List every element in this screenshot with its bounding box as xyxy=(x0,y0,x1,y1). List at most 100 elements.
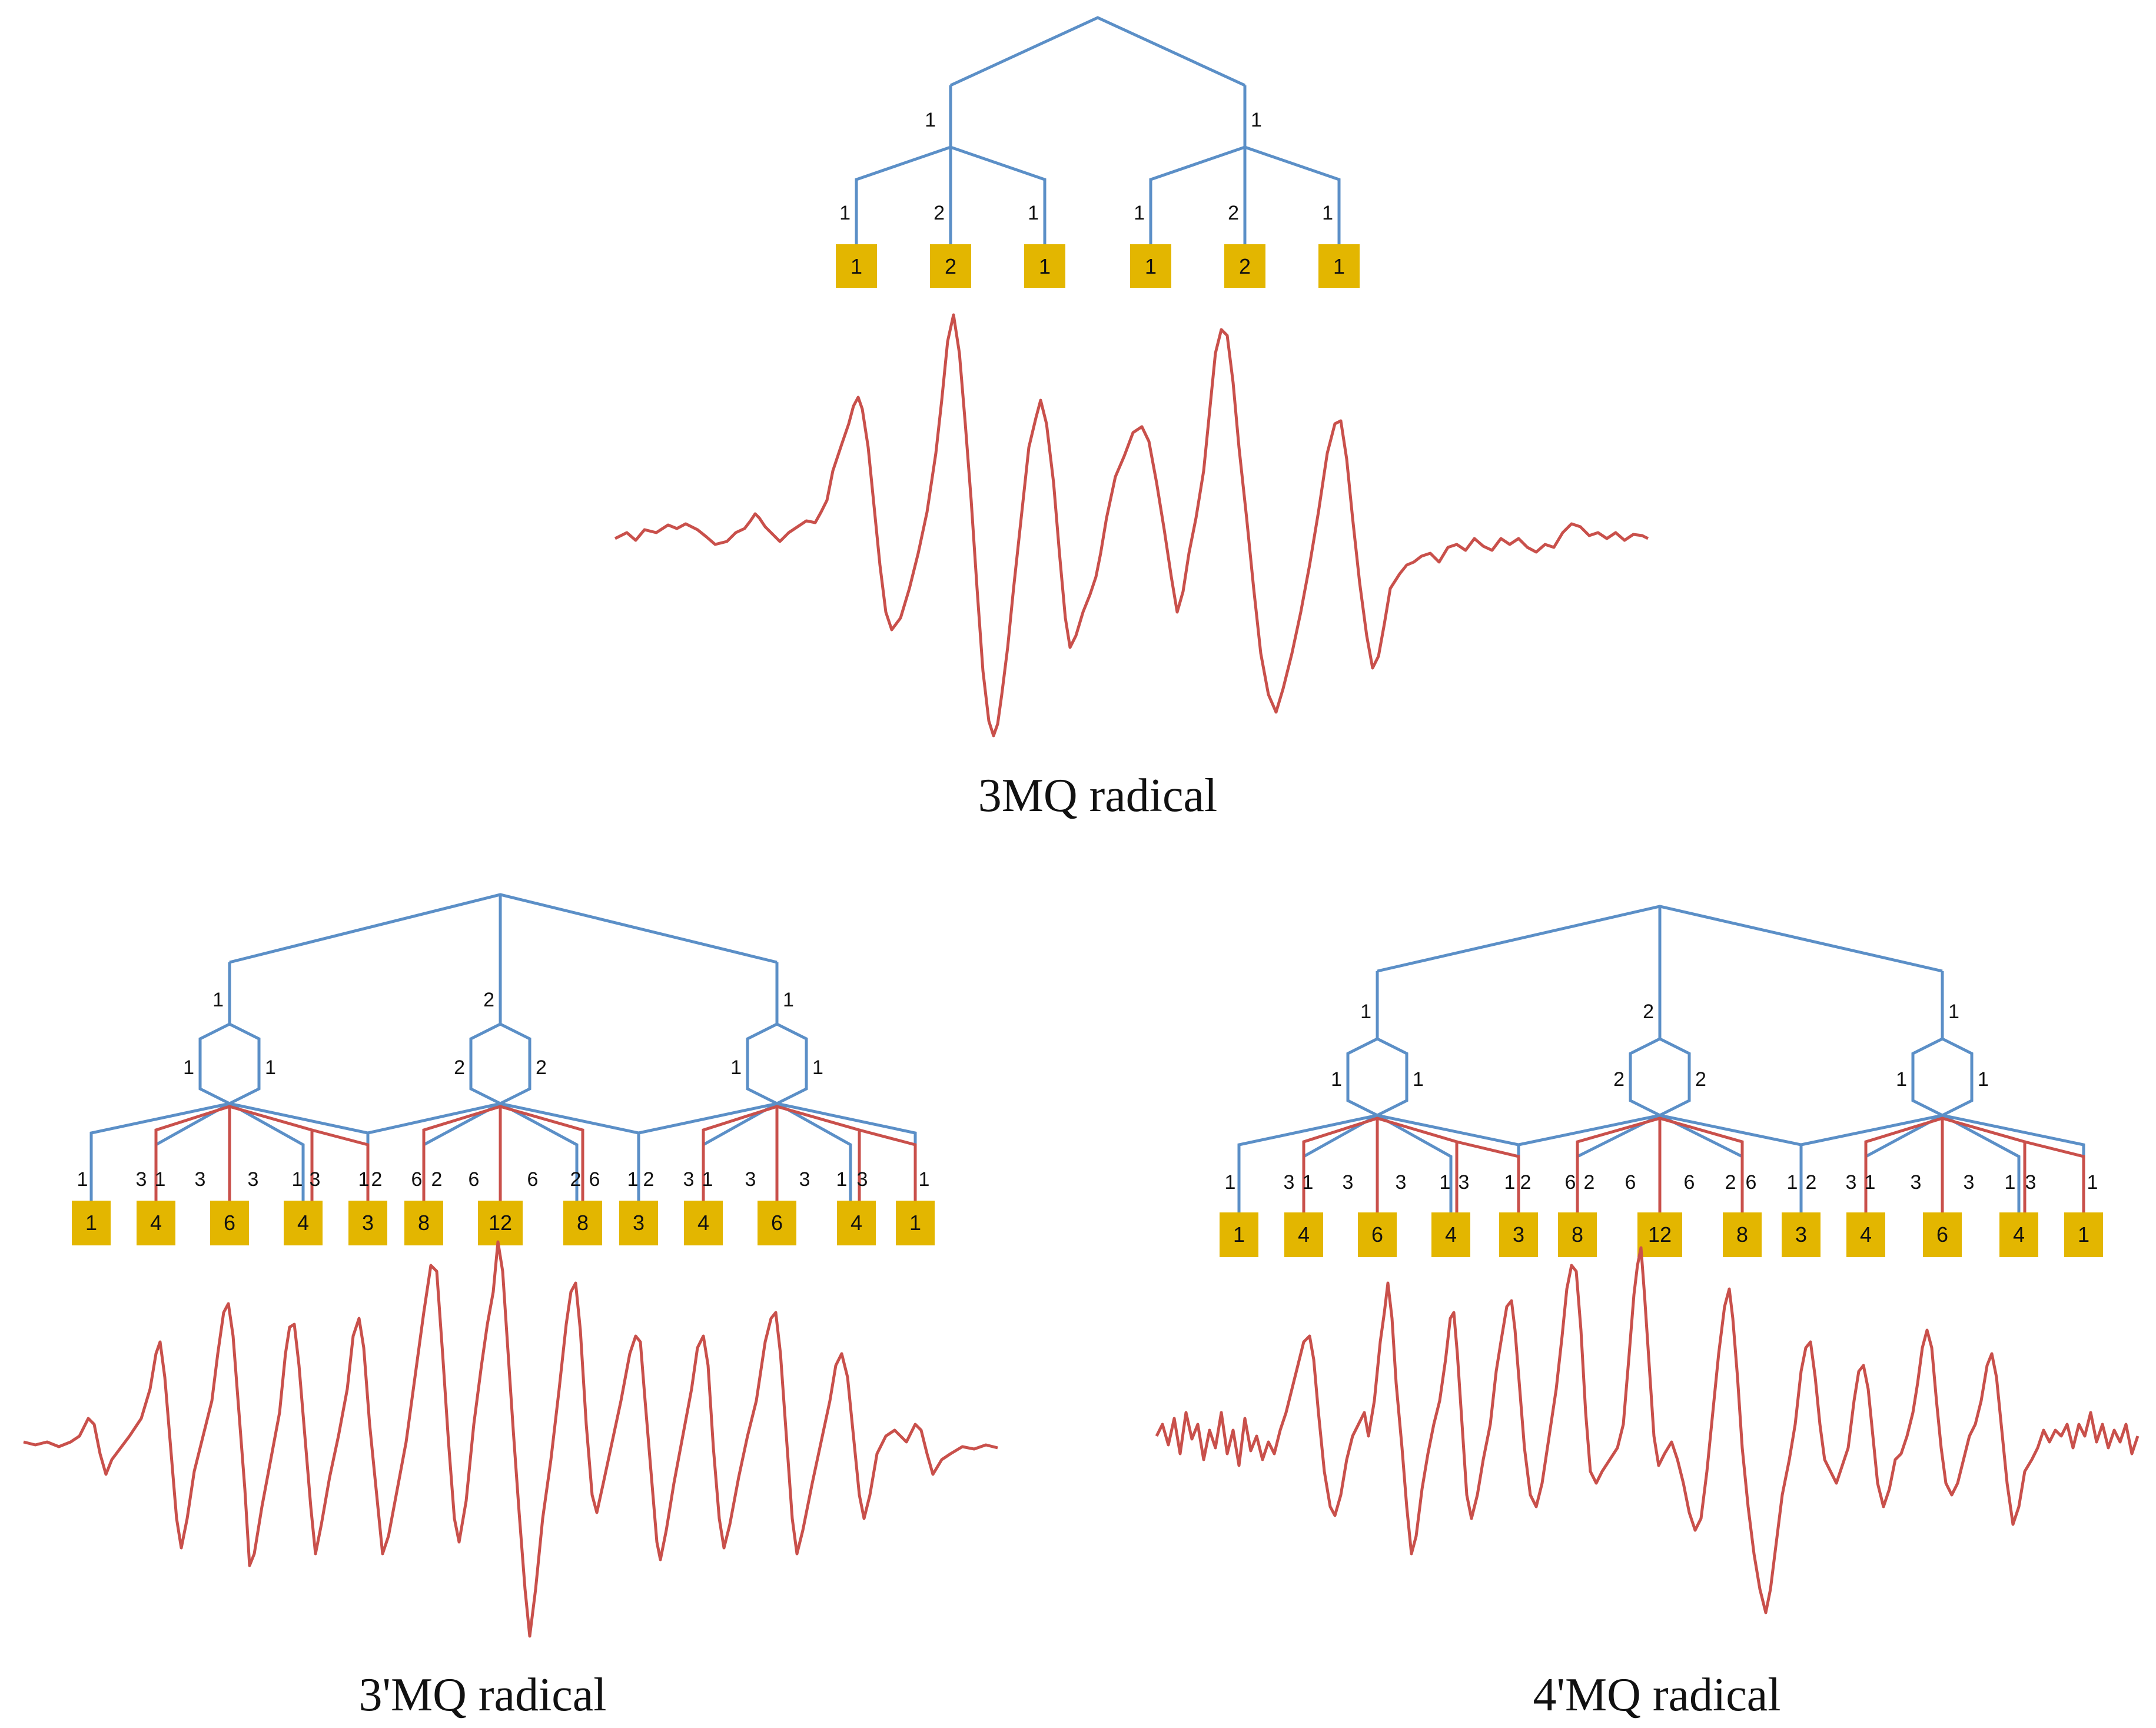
tree-label: 3 xyxy=(1343,1171,1354,1194)
tree-label: 3 xyxy=(857,1168,868,1191)
intensity-box xyxy=(1358,1212,1397,1257)
tree-label: 3 xyxy=(1284,1171,1295,1194)
intensity-box xyxy=(1224,244,1265,288)
caption-3pmq: 3'MQ radical xyxy=(359,1669,607,1721)
tree-hex-center xyxy=(1629,1037,1691,1117)
intensity-box xyxy=(1999,1212,2038,1257)
tree-label: 2 xyxy=(1584,1171,1595,1194)
intensity-box-label: 3 xyxy=(1795,1222,1807,1247)
panel-4pmq: 1 2 1 1 1 2 2 1 1 1 4 6 4 3 8 1 2 8 xyxy=(1155,905,2140,1721)
intensity-boxes-4pmq: 1 4 6 4 3 8 12 8 3 4 6 4 1 xyxy=(1220,1212,2103,1257)
tree-label: 1 xyxy=(1225,1171,1236,1194)
tree-label: 1 xyxy=(1251,109,1262,131)
tree-hex-right xyxy=(1911,1037,1974,1117)
tree-root-branch xyxy=(229,893,778,964)
tree-label: 3 xyxy=(1396,1171,1407,1194)
intensity-box-label: 1 xyxy=(1333,254,1345,278)
tree-label: 1 xyxy=(839,202,851,224)
tree-label: 1 xyxy=(1440,1171,1451,1194)
intensity-box xyxy=(1923,1212,1962,1257)
tree-label: 2 xyxy=(431,1168,443,1191)
tree-label: 3 xyxy=(745,1168,756,1191)
caption-4pmq: 4'MQ radical xyxy=(1533,1669,1781,1721)
tree-label: 6 xyxy=(469,1168,480,1191)
intensity-box-label: 2 xyxy=(945,254,956,278)
intensity-box-label: 3 xyxy=(1513,1222,1524,1247)
tree-label: 2 xyxy=(1806,1171,1817,1194)
tree-label: 1 xyxy=(2087,1171,2098,1194)
tree-label: 3 xyxy=(136,1168,147,1191)
tree-label: 2 xyxy=(570,1168,582,1191)
tree-label: 3 xyxy=(799,1168,810,1191)
tree-red-split xyxy=(1456,1140,1520,1224)
intensity-box xyxy=(1284,1212,1323,1257)
intensity-box-label: 6 xyxy=(224,1211,235,1235)
intensity-box xyxy=(1782,1212,1821,1257)
intensity-box-label: 8 xyxy=(1572,1222,1583,1247)
intensity-box-label: 8 xyxy=(1736,1222,1748,1247)
tree-label: 1 xyxy=(1331,1068,1342,1091)
tree-label: 1 xyxy=(1948,1001,1959,1023)
intensity-box-label: 1 xyxy=(851,254,862,278)
intensity-box xyxy=(1499,1212,1538,1257)
intensity-box xyxy=(478,1201,523,1245)
tree-hex-left xyxy=(1346,1037,1408,1117)
intensity-box xyxy=(1637,1212,1682,1257)
spectrum-3pmq xyxy=(23,1240,998,1638)
tree-label: 2 xyxy=(934,202,945,224)
tree-label: 6 xyxy=(1625,1171,1636,1194)
tree-label: 1 xyxy=(212,989,224,1011)
intensity-box-label: 1 xyxy=(2078,1222,2089,1247)
intensity-box-label: 2 xyxy=(1239,254,1251,278)
tree-label: 3 xyxy=(248,1168,259,1191)
panel-3mq: 1 1 1 2 1 1 2 1 1 2 1 1 2 1 3MQ radical xyxy=(614,16,1649,822)
tree-blue-split xyxy=(1518,1114,1803,1224)
intensity-box-label: 4 xyxy=(2013,1222,2025,1247)
tree-label: 6 xyxy=(1684,1171,1695,1194)
intensity-box xyxy=(930,244,971,288)
tree-blue-split xyxy=(367,1102,640,1218)
intensity-box xyxy=(284,1201,323,1245)
intensity-box-label: 6 xyxy=(1936,1222,1948,1247)
tree-label: 2 xyxy=(1613,1068,1625,1091)
intensity-box-label: 6 xyxy=(771,1211,783,1235)
intensity-box-label: 4 xyxy=(697,1211,709,1235)
tree-label: 1 xyxy=(1896,1068,1907,1091)
intensity-box-label: 4 xyxy=(150,1211,162,1235)
tree-label: 1 xyxy=(783,989,794,1011)
tree-label: 3 xyxy=(1846,1171,1857,1194)
intensity-box-label: 1 xyxy=(909,1211,921,1235)
tree-label: 3 xyxy=(1964,1171,1975,1194)
tree-label: 1 xyxy=(836,1168,848,1191)
tree-label: 3 xyxy=(310,1168,321,1191)
intensity-box-label: 12 xyxy=(489,1211,512,1235)
tree-label: 3 xyxy=(1911,1171,1922,1194)
tree-label: 1 xyxy=(2005,1171,2016,1194)
tree-red-split xyxy=(859,1128,917,1218)
tree-label: 3 xyxy=(2025,1171,2037,1194)
tree-label: 2 xyxy=(1695,1068,1706,1091)
tree-label: 1 xyxy=(925,109,936,131)
intensity-box xyxy=(1846,1212,1885,1257)
spectrum-3mq xyxy=(614,313,1649,737)
tree-blue-split xyxy=(228,1102,305,1218)
tree-label: 2 xyxy=(1520,1171,1532,1194)
intensity-box xyxy=(1558,1212,1597,1257)
tree-label: 1 xyxy=(358,1168,370,1191)
intensity-box-label: 4 xyxy=(1860,1222,1872,1247)
tree-label: 3 xyxy=(1459,1171,1470,1194)
tree-label: 2 xyxy=(483,989,494,1011)
intensity-box xyxy=(837,1201,876,1245)
intensity-box xyxy=(563,1201,602,1245)
spectrum-4pmq xyxy=(1155,1246,2140,1614)
intensity-boxes-3mq: 1 2 1 1 2 1 xyxy=(836,244,1360,288)
tree-label: 1 xyxy=(627,1168,639,1191)
tree-hex-right xyxy=(746,1022,808,1105)
tree-label: 1 xyxy=(1322,202,1333,224)
intensity-box-label: 8 xyxy=(577,1211,589,1235)
tree-label: 1 xyxy=(812,1056,823,1079)
intensity-box xyxy=(1431,1212,1470,1257)
